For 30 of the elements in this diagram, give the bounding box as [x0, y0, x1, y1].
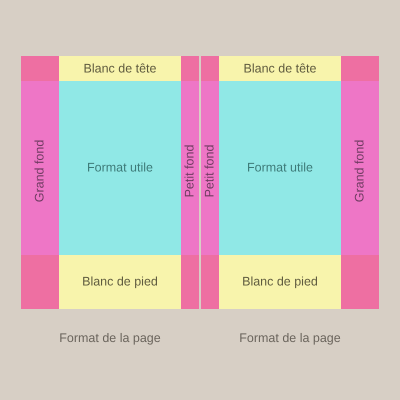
- margin-band: [59, 255, 181, 309]
- margin-band: [219, 56, 341, 81]
- margin-band: [181, 81, 199, 255]
- text-area: [219, 81, 341, 255]
- text-area: [59, 81, 181, 255]
- margin-band: [219, 255, 341, 309]
- margin-label: Blanc de tête: [244, 61, 316, 76]
- corner-block: [201, 255, 219, 309]
- area-label: Format utile: [247, 160, 313, 176]
- margin-band: [21, 81, 59, 255]
- page-caption: Format de la page: [238, 331, 342, 346]
- margin-band: [201, 81, 219, 255]
- page-caption: Format de la page: [58, 331, 162, 346]
- corner-block: [181, 255, 199, 309]
- corner-block: [181, 56, 199, 81]
- margin-band: [341, 81, 379, 255]
- margin-label: Grand fond: [32, 140, 48, 202]
- margin-label: Blanc de pied: [82, 274, 158, 290]
- margin-label: Blanc de pied: [242, 274, 318, 290]
- margin-label: Grand fond: [352, 140, 368, 202]
- corner-block: [21, 255, 59, 309]
- margin-label: Petit fond: [182, 144, 198, 198]
- corner-block: [201, 56, 219, 81]
- corner-block: [341, 56, 379, 81]
- margin-label: Petit fond: [202, 144, 218, 198]
- margin-label: Blanc de tête: [84, 61, 156, 76]
- corner-block: [21, 56, 59, 81]
- corner-block: [341, 255, 379, 309]
- area-label: Format utile: [87, 160, 153, 176]
- margin-band: [59, 56, 181, 81]
